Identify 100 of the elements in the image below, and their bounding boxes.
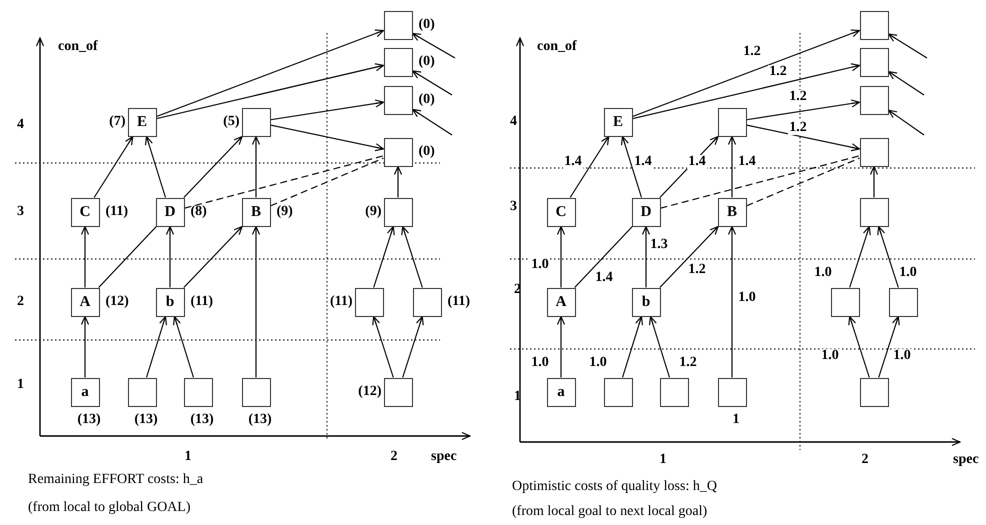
node-letter: b [166, 294, 174, 310]
arrow [888, 110, 924, 136]
cost-value: (13) [77, 412, 101, 426]
arrow [173, 316, 194, 378]
arrow [728, 136, 736, 198]
node-box [860, 198, 888, 226]
edge-label: 1.4 [687, 155, 707, 169]
node-box [860, 378, 888, 406]
cost-value: (13) [190, 412, 214, 426]
cost-value: (11) [330, 295, 352, 309]
arrow [746, 124, 860, 152]
arrow [401, 226, 423, 288]
arrow [556, 316, 566, 378]
cost-value: (13) [134, 412, 158, 426]
connector-line [270, 158, 384, 206]
arrow [80, 316, 90, 378]
arrow [659, 136, 719, 198]
node-box [128, 378, 156, 406]
node-box [718, 198, 746, 226]
node-box [546, 378, 576, 406]
arrow [622, 316, 643, 378]
arrow [621, 136, 642, 198]
node-box [128, 108, 156, 136]
caption: Remaining EFFORT costs: h_a [28, 473, 204, 487]
node-letter: D [640, 204, 652, 220]
node-letter: C [80, 204, 90, 220]
arrow [166, 226, 174, 288]
edge-label: 1.4 [633, 155, 653, 169]
node-letter: a [557, 384, 565, 400]
row-number: 4 [17, 118, 24, 132]
arrow [156, 63, 384, 120]
node-box [70, 288, 100, 316]
arrow [412, 32, 456, 58]
arrow [183, 136, 243, 198]
cost-value: (11) [106, 205, 128, 219]
arrow [642, 226, 650, 288]
node-letter: a [81, 384, 89, 400]
arrow [649, 316, 670, 378]
arrow [888, 33, 928, 58]
node-box [384, 198, 412, 226]
node-box [632, 288, 660, 316]
caption: (from local goal to next local goal) [512, 505, 708, 519]
row-number: 4 [510, 115, 517, 129]
connector-line [746, 158, 860, 206]
node-box [718, 108, 746, 136]
cost-value: (8) [190, 205, 207, 219]
node-box [604, 108, 632, 136]
arrow [146, 316, 167, 378]
node-letter: B [250, 204, 261, 220]
arrow [394, 166, 402, 198]
cost-value: (0) [418, 145, 435, 159]
cost-value: (12) [106, 295, 129, 309]
node-box [70, 378, 100, 406]
arrow [183, 226, 243, 288]
connector-line [574, 226, 633, 288]
node-letter: b [642, 294, 650, 310]
row-number: 3 [510, 200, 517, 214]
node-letter: C [556, 204, 566, 220]
node-letter: E [612, 114, 623, 130]
node-box [354, 288, 384, 316]
arrow [556, 226, 566, 288]
node-box [718, 378, 746, 406]
node-box [156, 198, 184, 226]
row-number: 2 [17, 295, 24, 309]
edge-label: 1.2 [788, 90, 808, 104]
row-number: 3 [17, 205, 24, 219]
node-box [242, 198, 270, 226]
node-box [242, 378, 270, 406]
axis-title: con_of [58, 40, 98, 54]
arrow [145, 136, 166, 198]
cost-value: (0) [418, 18, 435, 32]
arrow [270, 124, 384, 152]
node-box [546, 288, 576, 316]
arrow [156, 30, 384, 118]
node-box [860, 86, 888, 114]
cost-value: (9) [365, 205, 382, 219]
row-number: 1 [514, 390, 521, 404]
node-box [384, 48, 412, 76]
arrow [888, 71, 924, 96]
column-number: 1 [184, 450, 192, 464]
node-letter: E [136, 114, 147, 130]
node-box [384, 10, 412, 40]
cost-value: (9) [276, 205, 293, 219]
arrow [94, 136, 134, 198]
arrow [878, 316, 900, 378]
axis-title: spec [431, 450, 457, 464]
arrow [373, 226, 395, 288]
node-box [156, 288, 184, 316]
arrow [252, 226, 260, 378]
node-box [830, 288, 860, 316]
axis-title: con_of [537, 40, 577, 54]
arrow [412, 70, 452, 96]
node-letter: D [164, 204, 176, 220]
node-box [860, 10, 888, 40]
edge-label: 1.2 [788, 121, 808, 135]
cost-value: (0) [418, 55, 435, 69]
node-box [888, 288, 918, 316]
arrow [402, 316, 424, 378]
arrow [270, 99, 384, 120]
node-box [860, 138, 888, 166]
